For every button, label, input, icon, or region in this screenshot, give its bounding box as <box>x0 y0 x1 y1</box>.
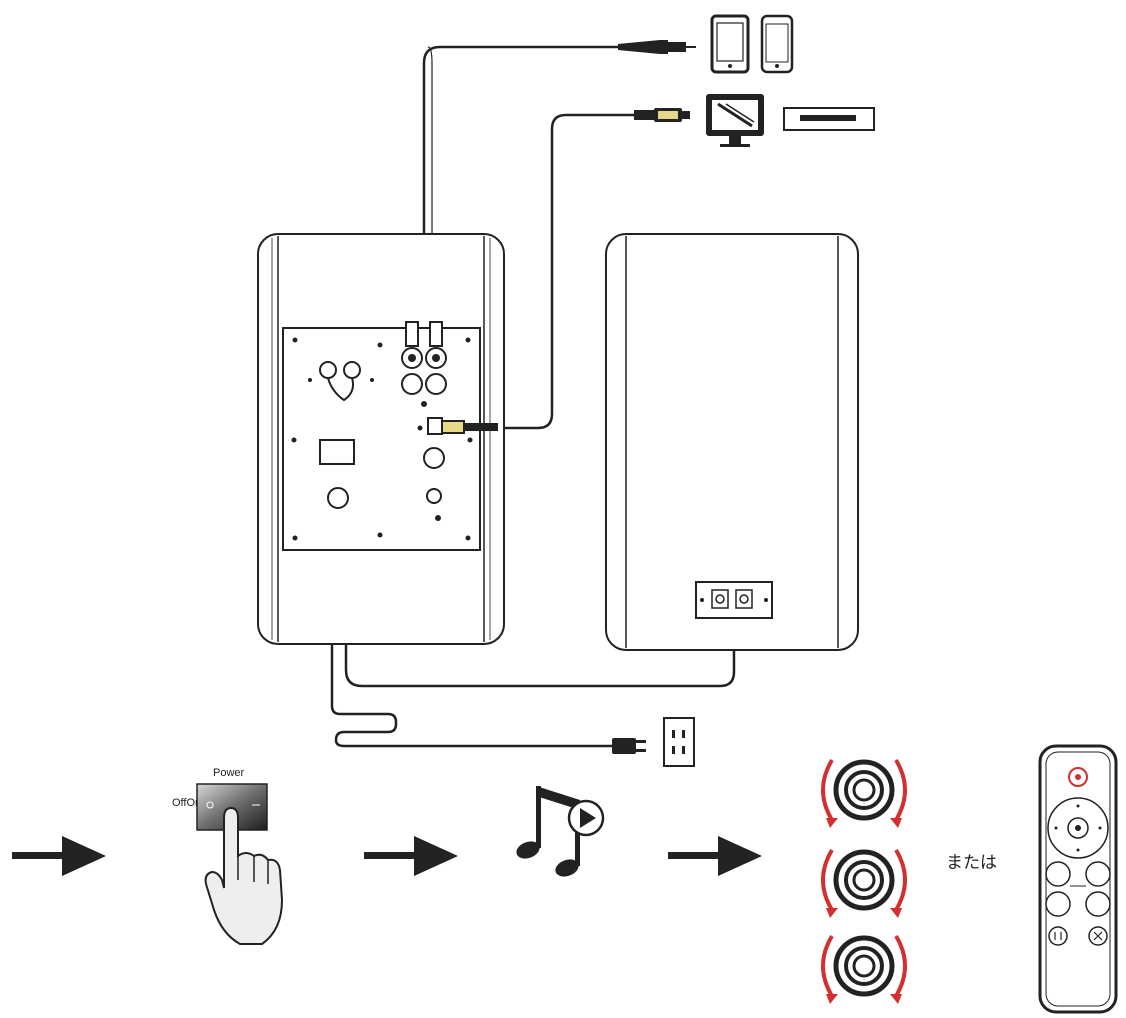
outlet-icon <box>663 717 695 767</box>
step-arrow-1 <box>12 836 106 876</box>
speaker-terminal <box>695 581 773 619</box>
volume-knob-top <box>821 758 907 828</box>
rca-plug <box>618 40 696 54</box>
volume-knob-bottom <box>821 934 907 1004</box>
player-icon <box>783 107 875 131</box>
rear-panel <box>282 321 498 551</box>
tablet-icon <box>710 14 750 74</box>
phone-icon <box>760 14 794 74</box>
play-icon <box>567 799 605 837</box>
hand-icon <box>204 806 284 945</box>
power-cord <box>330 498 612 748</box>
power-switch: Power OffOn <box>172 767 268 831</box>
remote-icon <box>1038 744 1118 1014</box>
step-arrow-3 <box>668 836 762 876</box>
step-arrow-2 <box>364 836 458 876</box>
optical-plug <box>634 108 690 122</box>
music-note-icon <box>516 786 580 877</box>
power-label: Power <box>213 767 245 779</box>
or-label: または <box>946 853 997 873</box>
optical-cable <box>496 113 634 430</box>
passive-speaker-rear <box>605 233 859 651</box>
tv-icon <box>706 94 764 147</box>
off-on-label: OffOn <box>172 797 201 809</box>
power-plug <box>612 738 646 754</box>
volume-knob-middle <box>821 848 907 918</box>
